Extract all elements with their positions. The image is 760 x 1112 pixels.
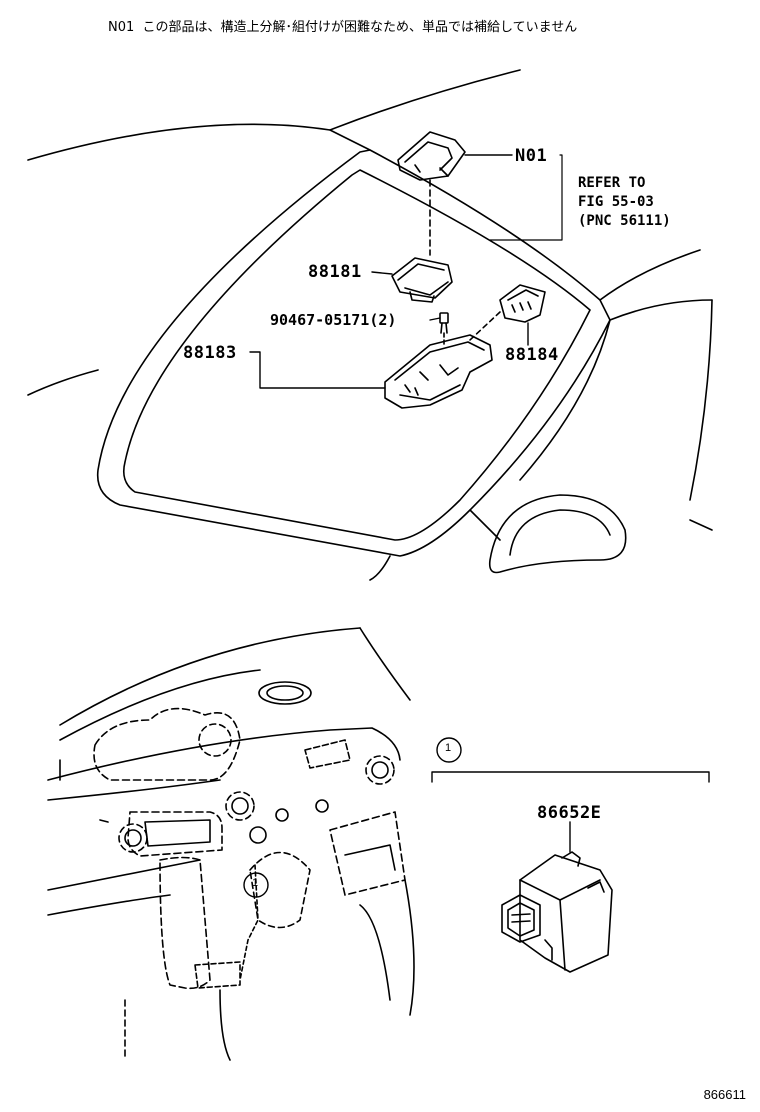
mount-88181	[391, 257, 453, 303]
reference-line-2: FIG 55-03	[578, 194, 654, 210]
cover-88183	[384, 334, 493, 409]
screw-90467	[439, 312, 449, 334]
callout-88183: 88183	[183, 343, 237, 363]
leader-88181	[371, 271, 393, 275]
leader-88183	[249, 351, 386, 389]
figure-number: 866611	[703, 1087, 746, 1102]
leader-90467	[429, 317, 441, 321]
callout-88181: 88181	[308, 262, 362, 282]
parts-note: N01 この部品は、構造上分解･組付けが困難なため、単品では補給していません	[108, 16, 577, 35]
reference-line-1: REFER TO	[578, 175, 646, 191]
reference-note: REFER TO FIG 55-03 (PNC 56111)	[578, 174, 671, 231]
marker-circle-panel	[243, 872, 269, 898]
group-bracket	[431, 771, 710, 783]
marker-circle-group	[436, 737, 462, 763]
instrument-panel-drawing	[47, 627, 415, 1061]
note-text: この部品は、構造上分解･組付けが困難なため、単品では補給していません	[142, 20, 578, 35]
callout-88184: 88184	[505, 345, 559, 365]
callout-n01: N01	[515, 146, 548, 166]
windshield-drawing	[27, 69, 713, 581]
dashed-connector-88184	[469, 311, 501, 341]
callout-86652e: 86652E	[537, 803, 602, 823]
reference-line-3: (PNC 56111)	[578, 213, 671, 229]
marker-number-panel: 1	[252, 877, 259, 889]
note-code: N01	[108, 20, 135, 35]
callout-90467: 90467-05171(2)	[270, 311, 397, 329]
leader-ref-bracket	[489, 154, 563, 241]
part-88184	[499, 284, 546, 323]
module-86652e	[501, 851, 613, 973]
bracket-n01	[397, 131, 466, 181]
marker-number-group: 1	[445, 742, 452, 754]
